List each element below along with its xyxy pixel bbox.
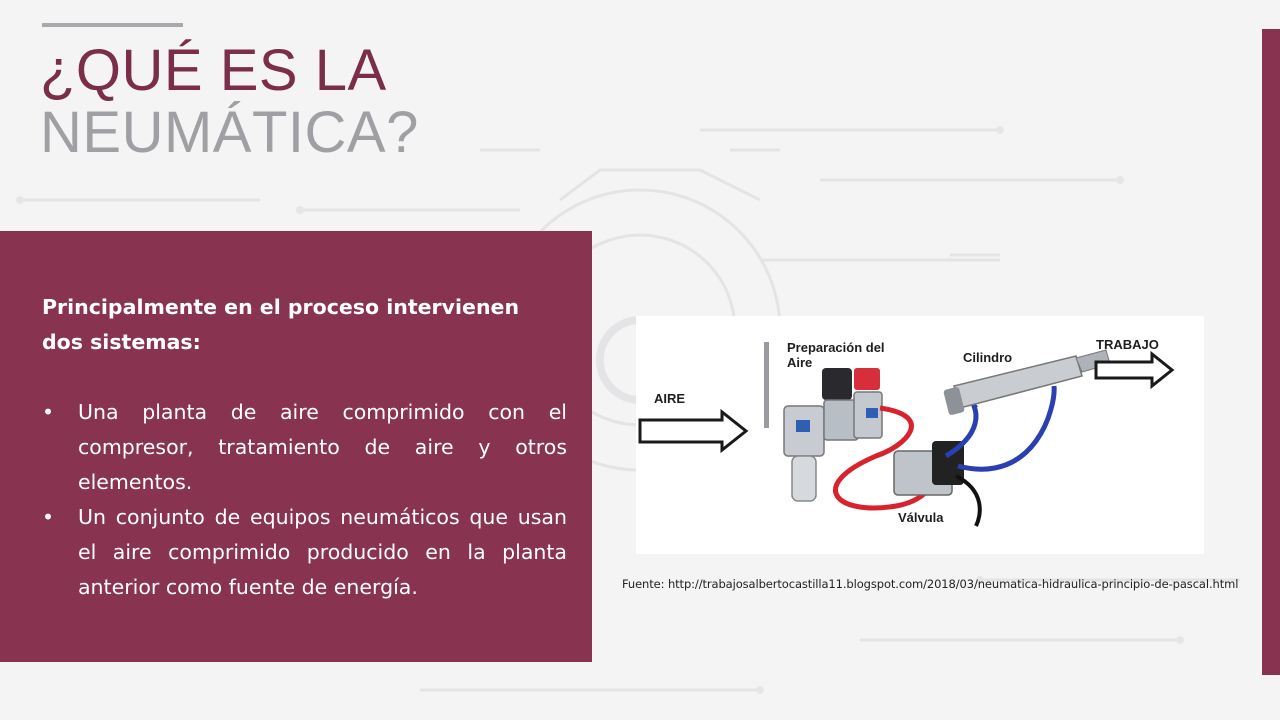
cylinder [943,349,1111,415]
filter-bowl [791,455,817,502]
bullet-text-2: Un conjunto de equipos neumáticos que us… [78,505,567,599]
content-panel [0,231,592,662]
bullet-text-1: Una planta de aire comprimido con el com… [78,400,567,494]
source-citation: Fuente: http://trabajosalbertocastilla11… [622,577,1239,591]
red-hose [833,405,939,511]
label-trabajo: TRABAJO [1096,337,1159,352]
pneumatic-system-figure: AIRE Preparación del Aire Cilindro TRABA… [636,316,1204,554]
bullet-list: • Una planta de aire comprimido con el c… [42,395,567,605]
regulator-rod [764,342,769,428]
page-title-line-2: NEUMÁTICA? [40,100,419,165]
blue-hose-2 [957,385,1057,472]
panel-lead-text: Principalmente en el proceso intervienen… [42,295,520,354]
bullet-dot-icon: • [42,400,55,424]
regulator-knob [822,368,852,400]
lubricator-cap [854,368,880,390]
bullet-item-1: • Una planta de aire comprimido con el c… [42,395,567,500]
label-valvula: Válvula [898,510,944,525]
output-arrow-icon [1094,350,1175,390]
page-title-line-1: ¿QUÉ ES LA [40,38,387,103]
blue-label-1 [796,420,810,432]
blue-label-2 [866,408,878,418]
pneumatic-system-drawing [638,342,1175,527]
label-aire: AIRE [654,391,686,406]
accent-bar [1262,29,1280,675]
label-preparacion-2: Aire [787,355,813,370]
input-arrow-icon [638,408,749,454]
page-title: ¿QUÉ ES LA NEUMÁTICA? [40,40,419,164]
label-preparacion-1: Preparación del [787,340,885,355]
regulator-body [823,399,859,441]
bullet-dot-icon: • [42,505,55,529]
valve-cable [955,474,982,527]
title-rule [42,23,183,27]
blue-hose-1 [944,402,979,459]
bullet-item-2: • Un conjunto de equipos neumáticos que … [42,500,567,605]
label-cilindro: Cilindro [963,350,1013,365]
